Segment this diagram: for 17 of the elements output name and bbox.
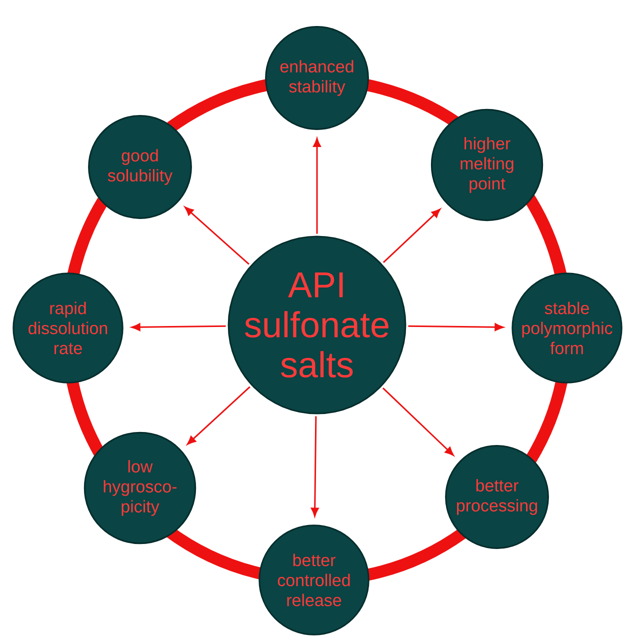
property-sphere: enhanced stability [265,26,369,130]
arrow [187,386,250,445]
property-sphere: higher melting point [430,108,544,222]
property-sphere: good solubility [88,115,192,219]
property-sphere: stable polymorphic form [512,272,622,384]
arrow [382,387,454,456]
arrow [382,208,440,264]
property-sphere: better processing [445,445,549,549]
arrow [313,138,321,234]
property-sphere: better controlled release [258,524,370,636]
arrow [184,206,250,265]
arrow [310,416,319,517]
property-sphere: rapid dissolution rate [12,272,124,384]
center-sphere: API sulfonate salts [228,236,406,414]
property-sphere: low hygrosco- picity [84,432,196,544]
arrow [131,323,226,332]
arrow [408,323,504,332]
